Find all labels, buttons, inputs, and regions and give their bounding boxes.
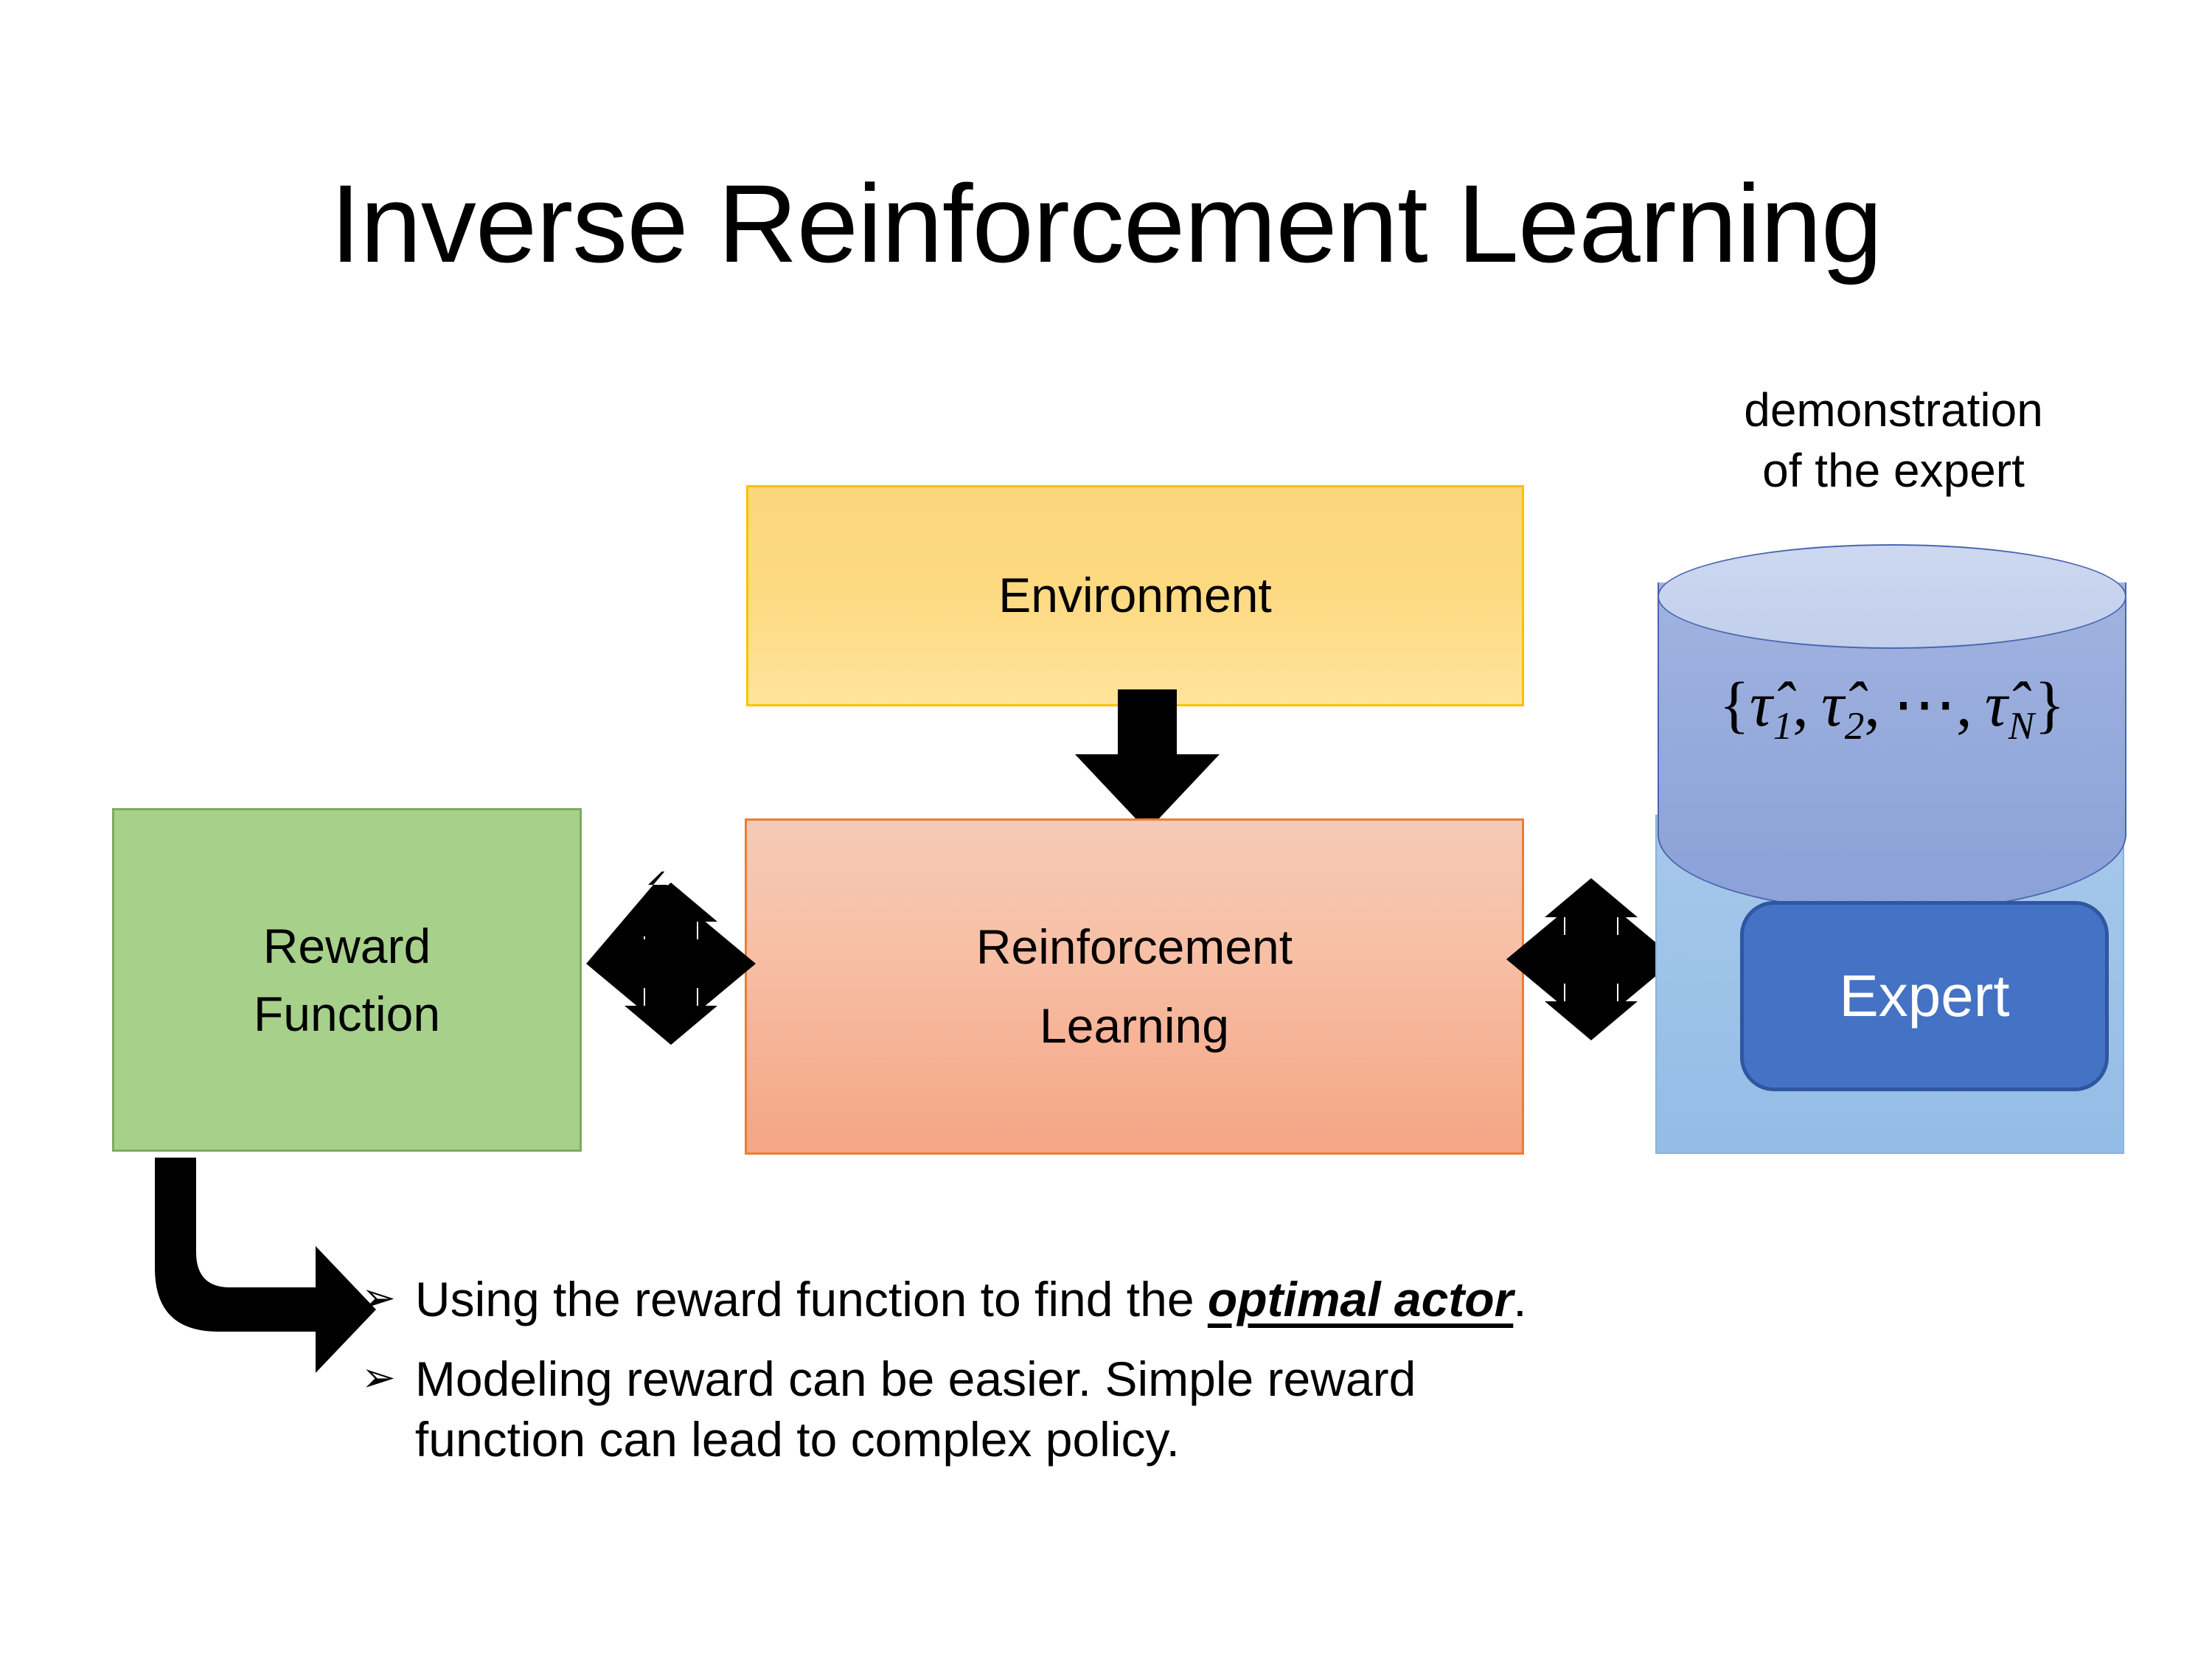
list-item: ➢ Modeling reward can be easier. Simple … — [361, 1349, 2042, 1470]
bullet-2-line1: Modeling reward can be easier. Simple re… — [414, 1351, 1416, 1406]
bullet-1-text-before: Using the reward function to find the — [414, 1272, 1208, 1326]
quad-arrow-rl-to-expert — [1506, 878, 1676, 1040]
bullet-2-line2: function can lead to complex policy. — [414, 1411, 1180, 1467]
down-arrow-environment-to-rl — [1075, 689, 1220, 831]
page-title: Inverse Reinforcement Learning — [330, 161, 1883, 285]
environment-box[interactable]: Environment — [746, 485, 1524, 706]
demonstration-caption: demonstration of the expert — [1628, 380, 2159, 501]
bullet-1-text-after: . — [1513, 1272, 1527, 1326]
demonstration-caption-line1: demonstration — [1744, 383, 2043, 437]
expert-box[interactable]: Expert — [1740, 901, 2109, 1091]
quad-arrow-reward-to-rl — [586, 872, 756, 1045]
rl-box-label-wrapper: Reinforcement Learning — [976, 908, 1293, 1065]
formula-open-brace: { — [1719, 669, 1750, 740]
formula-subscript-n: N — [2008, 703, 2035, 748]
formula-tau-2: τ̂ — [1820, 669, 1844, 740]
environment-box-label: Environment — [998, 568, 1272, 623]
reward-box-label-wrapper: Reward Function — [254, 912, 440, 1048]
formula-subscript-1: 1 — [1773, 703, 1793, 748]
bullet-1-text: Using the reward function to find the op… — [415, 1270, 1527, 1330]
formula-tau-1: τ̂ — [1749, 669, 1773, 740]
list-item: ➢ Using the reward function to find the … — [361, 1270, 2042, 1330]
bullet-arrow-icon: ➢ — [361, 1274, 396, 1321]
reinforcement-learning-box[interactable]: Reinforcement Learning — [745, 818, 1524, 1155]
formula-tau-n: τ̂ — [1984, 669, 2008, 740]
formula-comma-1: , — [1792, 669, 1809, 740]
database-cylinder-top — [1658, 544, 2126, 649]
bullet-arrow-icon: ➢ — [361, 1353, 396, 1400]
bent-arrow-reward-to-bullet — [155, 1158, 376, 1373]
bullet-2-text: Modeling reward can be easier. Simple re… — [415, 1349, 1416, 1470]
rl-box-label-line2: Learning — [1040, 998, 1229, 1053]
demonstration-caption-line2: of the expert — [1762, 443, 2025, 497]
trajectory-set-formula: {τ̂1, τ̂2, ⋯, τ̂N} — [1658, 667, 2126, 748]
formula-close-brace: } — [2034, 669, 2065, 740]
reward-function-box[interactable]: Reward Function — [112, 808, 582, 1152]
formula-subscript-2: 2 — [1844, 703, 1865, 748]
reward-box-label-line1: Reward — [262, 918, 431, 973]
formula-ellipsis: ⋯ — [1893, 669, 1957, 740]
rl-box-label-line1: Reinforcement — [975, 919, 1293, 975]
expert-box-label: Expert — [1839, 963, 2010, 1029]
bullet-1-emphasis: optimal actor — [1207, 1272, 1514, 1326]
reward-box-label-line2: Function — [253, 987, 441, 1041]
formula-comma-3: , — [1956, 669, 1972, 740]
formula-comma-2: , — [1864, 669, 1880, 740]
bullet-list: ➢ Using the reward function to find the … — [361, 1270, 2042, 1489]
